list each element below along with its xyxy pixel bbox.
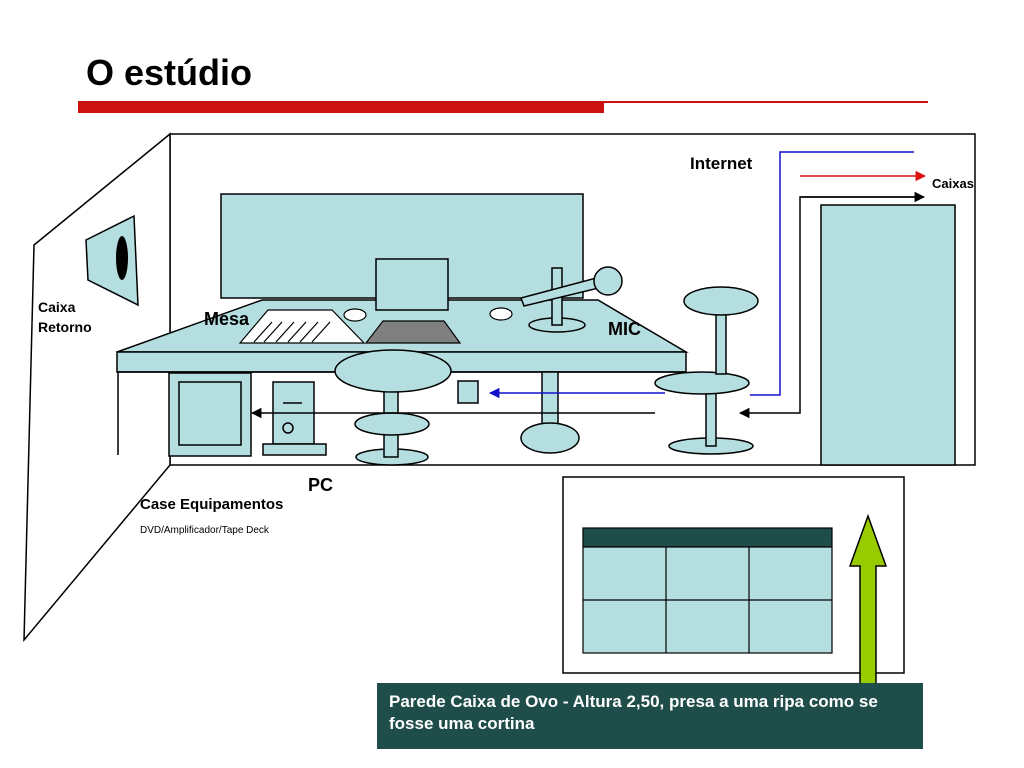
- title-underline-thick: [78, 101, 604, 113]
- pc-label: PC: [308, 475, 334, 495]
- page-title: O estúdio: [86, 52, 253, 93]
- egg-crate-note: Parede Caixa de Ovo - Altura 2,50, presa…: [377, 683, 923, 749]
- desk-monitor: [375, 258, 449, 311]
- case-detail-label: DVD/Amplificador/Tape Deck: [140, 525, 269, 536]
- desk-knob-right: [489, 307, 513, 321]
- chair-front: [334, 349, 452, 466]
- retorno-label: Retorno: [38, 319, 92, 335]
- caixa-label: Caixa: [38, 299, 76, 315]
- internet-line: [750, 151, 914, 396]
- mic-label: MIC: [608, 319, 641, 339]
- equipment-rack: [820, 204, 956, 466]
- keyboard: [364, 320, 462, 344]
- title-underline-thin: [604, 101, 928, 103]
- internet-label: Internet: [690, 154, 753, 173]
- desk-leg: [520, 371, 580, 454]
- small-device: [457, 380, 479, 404]
- cabling: [250, 151, 927, 419]
- egg-crate-wall: [562, 476, 905, 674]
- mesa-label: Mesa: [204, 309, 250, 329]
- case-equipamentos-label: Case Equipamentos: [140, 496, 284, 513]
- raise-arrow: [848, 513, 888, 695]
- mixer-console: [238, 309, 366, 344]
- equipment-case: [168, 372, 252, 457]
- desk-knob-left: [343, 308, 367, 322]
- caixas-label: Caixas: [932, 176, 974, 191]
- stool-right: [654, 286, 759, 455]
- microphone: [520, 266, 623, 333]
- return-speaker: [85, 214, 139, 307]
- left-wall: [23, 132, 171, 643]
